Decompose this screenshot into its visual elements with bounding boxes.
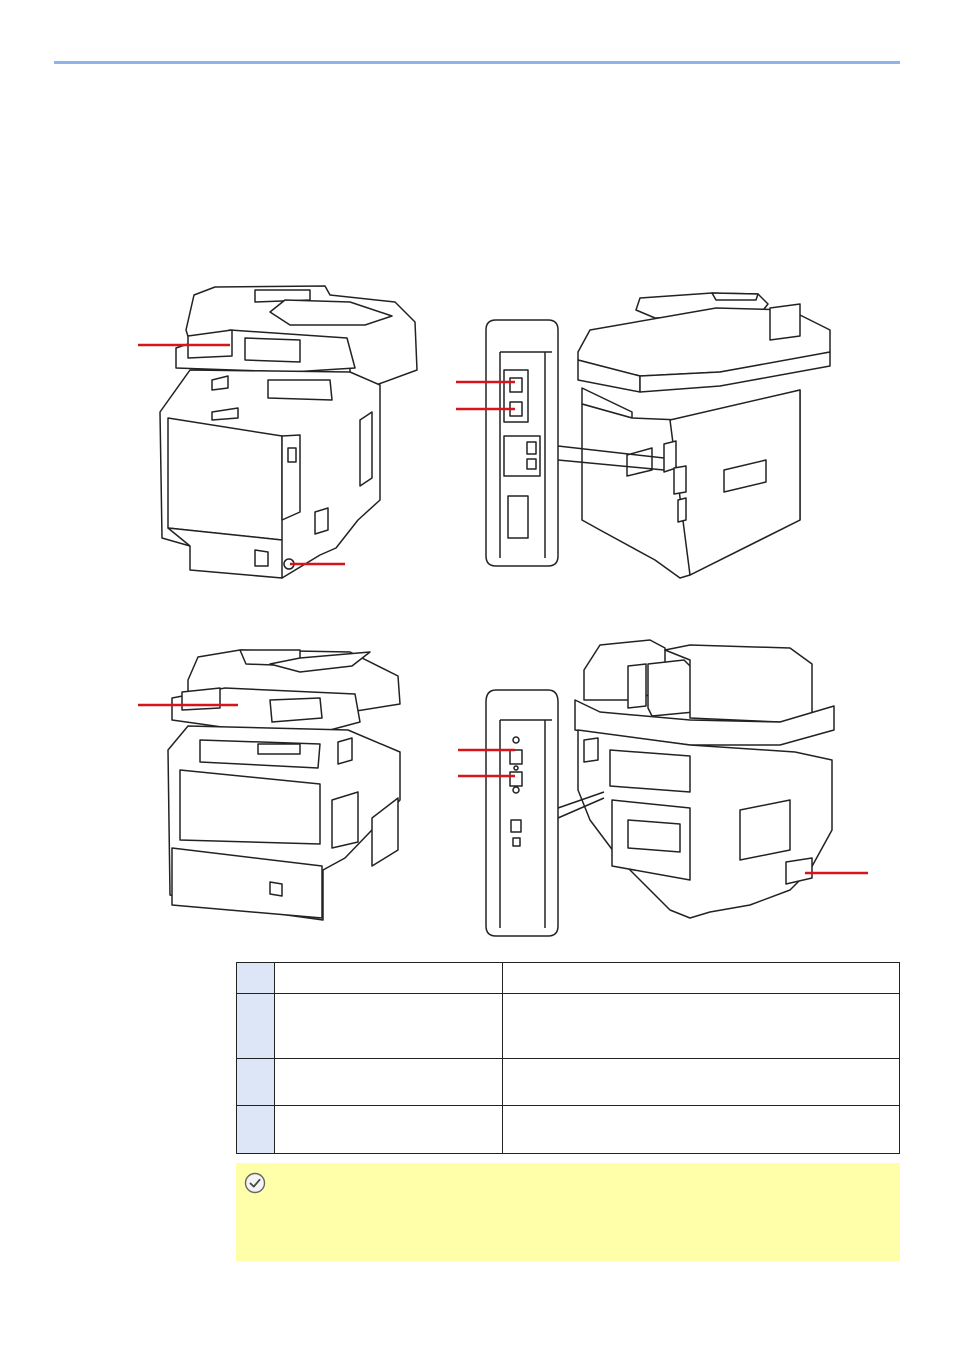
printer-front-bottom [167,649,401,921]
printer-figure [138,285,868,937]
table-row [236,962,900,994]
printer-rear-top [577,292,831,579]
note-box [236,1163,900,1261]
part-description [502,1058,900,1106]
part-description [502,1105,900,1154]
part-description [502,962,900,994]
part-name [274,1058,503,1106]
row-number [236,1105,275,1154]
row-number [236,993,275,1059]
parts-table [236,962,900,1154]
header-rule [54,61,900,64]
table-row [236,1105,900,1154]
part-name [274,993,503,1059]
callout-lines [138,343,868,875]
table-row [236,1058,900,1106]
port-inset-bottom [485,689,605,937]
checkmark-circle-icon [244,1172,266,1194]
printer-rear-bottom [574,639,835,919]
part-description [502,993,900,1059]
row-number [236,962,275,994]
part-name [274,1105,503,1154]
table-row [236,993,900,1059]
row-number [236,1058,275,1106]
printer-front-top [159,285,418,579]
part-name [274,962,503,994]
